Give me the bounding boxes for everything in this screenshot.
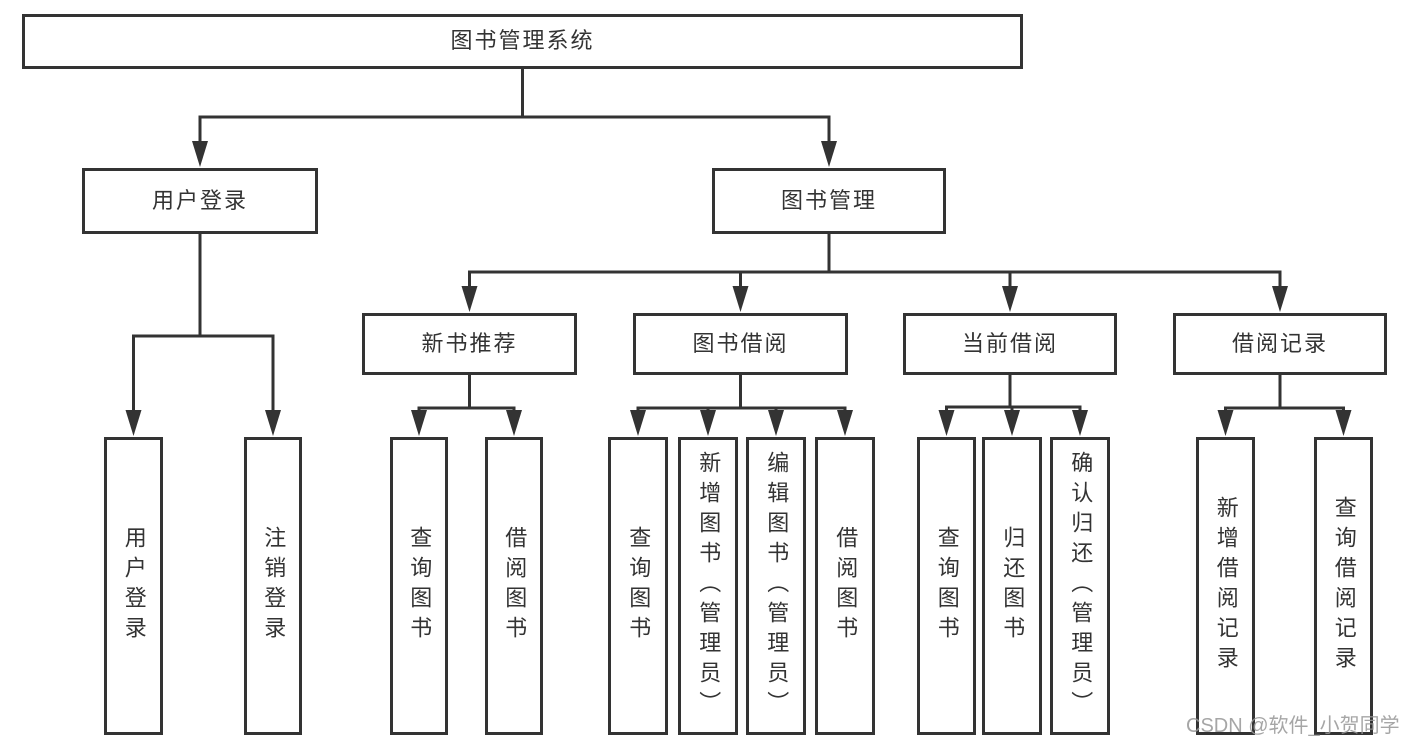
arrowhead-icon-leaf-cb-confirm [1072, 410, 1088, 436]
arrowhead-icon-book-mgmt [821, 141, 837, 167]
arrowhead-icon-user-login [192, 141, 208, 167]
node-new-book-rec: 新书推荐 [362, 313, 577, 375]
node-label-leaf-br-add: 新增借阅记录 [1213, 496, 1239, 676]
node-label-leaf-nbr-query: 查询图书 [407, 526, 433, 646]
node-label-current-borrow: 当前借阅 [961, 330, 1058, 356]
node-label-leaf-cb-confirm: 确认归还（管理员） [1068, 451, 1094, 721]
arrowhead-icon-leaf-bb-borrow [837, 410, 853, 436]
node-book-borrow: 图书借阅 [633, 313, 848, 375]
node-current-borrow: 当前借阅 [903, 313, 1117, 375]
node-label-leaf-bb-borrow: 借阅图书 [833, 526, 859, 646]
arrowhead-icon-leaf-bb-query [630, 410, 646, 436]
node-leaf-nbr-query: 查询图书 [390, 437, 448, 735]
node-label-leaf-nbr-borrow: 借阅图书 [502, 526, 528, 646]
arrowhead-icon-leaf-cb-query [938, 410, 955, 436]
node-label-new-book-rec: 新书推荐 [421, 330, 518, 356]
node-leaf-bb-add: 新增图书（管理员） [678, 437, 738, 735]
node-root: 图书管理系统 [22, 14, 1023, 69]
node-label-borrow-records: 借阅记录 [1231, 330, 1328, 356]
arrowhead-icon-leaf-nbr-query [411, 410, 427, 436]
node-label-leaf-bb-query: 查询图书 [626, 526, 652, 646]
arrowhead-icon-leaf-nbr-borrow [506, 410, 522, 436]
arrowhead-icon-new-book-rec [461, 286, 478, 312]
arrowhead-icon-book-borrow [732, 286, 749, 312]
arrowhead-icon-borrow-records [1272, 286, 1288, 312]
arrowhead-icon-leaf-cb-return [1004, 410, 1020, 436]
node-leaf-br-add: 新增借阅记录 [1196, 437, 1255, 735]
node-label-book-borrow: 图书借阅 [692, 330, 789, 356]
node-leaf-cb-return: 归还图书 [982, 437, 1042, 735]
arrowhead-icon-leaf-user-login [125, 410, 142, 436]
node-label-root: 图书管理系统 [450, 28, 595, 54]
node-leaf-user-login: 用户登录 [104, 437, 163, 735]
arrowhead-icon-leaf-bb-edit [768, 410, 784, 436]
node-label-leaf-user-login: 用户登录 [121, 526, 147, 646]
arrowhead-icon-leaf-logout [265, 410, 281, 436]
arrowhead-icon-leaf-bb-add [700, 410, 716, 436]
node-label-book-mgmt: 图书管理 [780, 187, 877, 213]
node-leaf-bb-query: 查询图书 [608, 437, 668, 735]
node-leaf-nbr-borrow: 借阅图书 [485, 437, 543, 735]
node-borrow-records: 借阅记录 [1173, 313, 1387, 375]
node-leaf-bb-borrow: 借阅图书 [815, 437, 875, 735]
node-label-leaf-bb-edit: 编辑图书（管理员） [764, 451, 790, 721]
node-leaf-cb-query: 查询图书 [917, 437, 976, 735]
node-label-leaf-cb-return: 归还图书 [1000, 526, 1026, 646]
node-label-leaf-logout: 注销登录 [261, 526, 287, 646]
arrowhead-icon-current-borrow [1002, 286, 1018, 312]
node-label-leaf-cb-query: 查询图书 [934, 526, 960, 646]
node-book-mgmt: 图书管理 [712, 168, 946, 234]
node-leaf-logout: 注销登录 [244, 437, 302, 735]
node-leaf-br-query: 查询借阅记录 [1314, 437, 1373, 735]
node-label-user-login: 用户登录 [151, 187, 248, 213]
node-label-leaf-bb-add: 新增图书（管理员） [696, 451, 722, 721]
node-label-leaf-br-query: 查询借阅记录 [1331, 496, 1357, 676]
node-leaf-cb-confirm: 确认归还（管理员） [1050, 437, 1110, 735]
arrowhead-icon-leaf-br-add [1217, 410, 1234, 436]
node-user-login: 用户登录 [82, 168, 318, 234]
arrowhead-icon-leaf-br-query [1335, 410, 1352, 436]
node-leaf-bb-edit: 编辑图书（管理员） [746, 437, 806, 735]
